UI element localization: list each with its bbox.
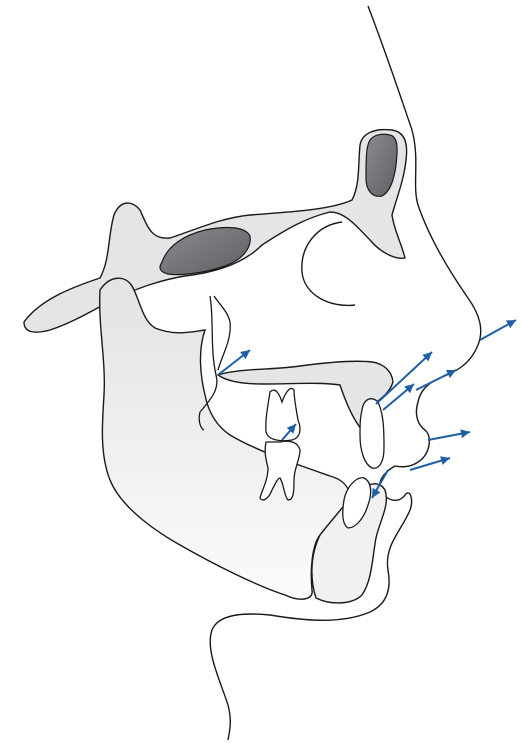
upper-incisor bbox=[360, 399, 384, 469]
mandible bbox=[100, 278, 351, 599]
growth-arrow-subnasale bbox=[416, 370, 456, 390]
maxillary-sinus bbox=[160, 228, 250, 275]
growth-arrow-upper-lip bbox=[428, 429, 470, 440]
upper-molar bbox=[266, 388, 300, 440]
ramus-inner-line bbox=[214, 296, 230, 370]
growth-arrow-nose-tip bbox=[480, 320, 516, 340]
arrow-head bbox=[460, 429, 470, 438]
orbit-contour bbox=[302, 222, 355, 305]
